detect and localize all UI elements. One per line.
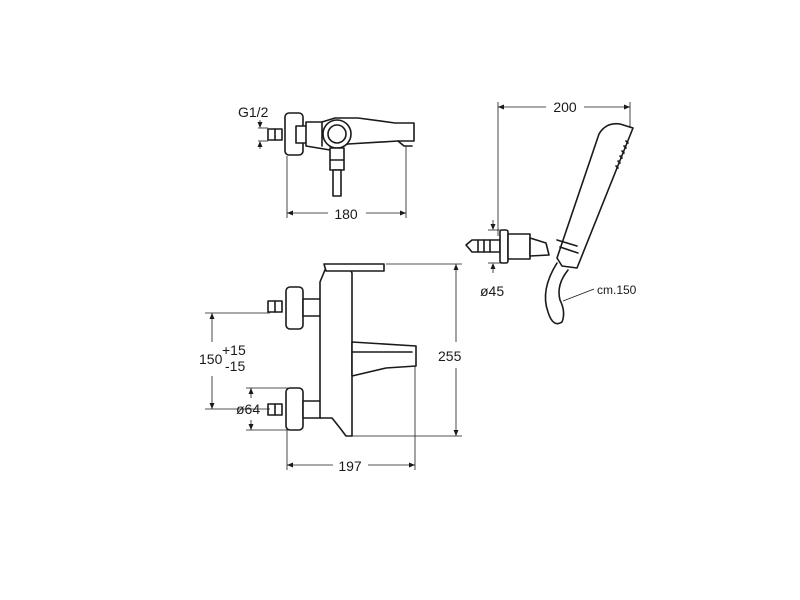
top-view: G1/2 180 [238, 104, 415, 222]
front-mixer-body [319, 264, 353, 437]
front-width-label: 197 [338, 458, 362, 474]
top-width-label: 180 [334, 206, 358, 222]
shower-set-view: 200 ø45 cm.150 [465, 99, 637, 325]
spray-nozzles [615, 140, 629, 169]
front-lever-handle [323, 263, 385, 272]
top-shower-outlet [329, 147, 345, 171]
center-distance-label: 150 [199, 351, 223, 367]
tolerance-plus-label: +15 [222, 342, 246, 358]
height-label: 255 [438, 348, 462, 364]
wall-plug [465, 239, 501, 253]
wall-holder-body [507, 233, 531, 260]
escutcheon-diameter-label: ø64 [236, 401, 260, 417]
wall-holder-plate [499, 229, 509, 264]
shower-hose [544, 262, 569, 325]
front-upper-flange [285, 286, 304, 330]
front-view: 255 150 +15 -15 ø64 197 [199, 263, 462, 474]
shower-length-label: 200 [553, 99, 577, 115]
handshower [556, 122, 634, 269]
front-spout [351, 341, 417, 377]
thread-size-label: G1/2 [238, 104, 269, 120]
holder-diameter-label: ø45 [480, 283, 504, 299]
tolerance-minus-label: -15 [225, 358, 245, 374]
front-lower-flange [285, 387, 304, 431]
hose-length-label: cm.150 [597, 283, 637, 297]
